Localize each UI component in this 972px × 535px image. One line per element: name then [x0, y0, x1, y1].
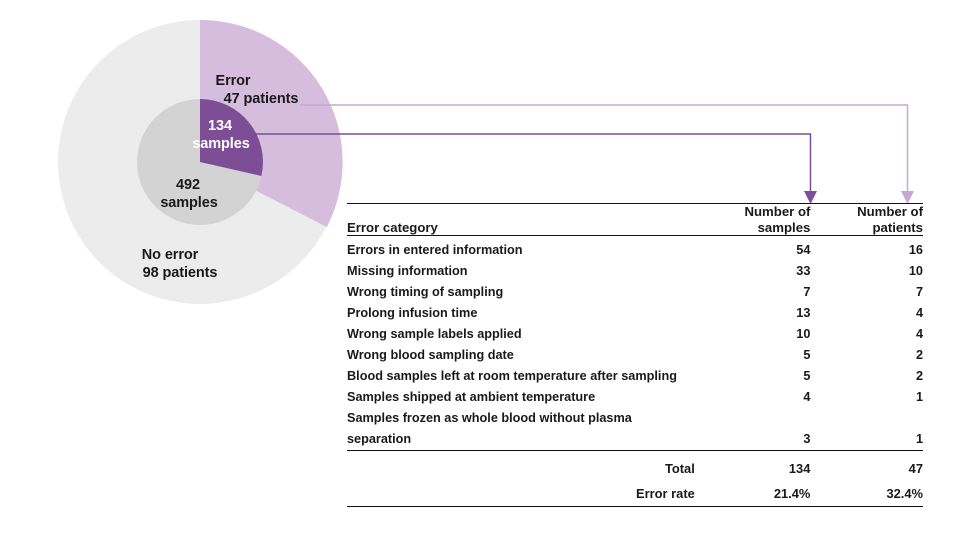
summary-error-rate-samples: 21.4% — [773, 486, 811, 501]
cell-category: Samples shipped at ambient temperature — [347, 390, 596, 404]
table-row: Missing information 33 10 — [347, 261, 923, 282]
summary-row-error-rate: Error rate 21.4% 32.4% — [347, 481, 923, 507]
table-row: Samples shipped at ambient temperature 4… — [347, 387, 923, 408]
table-header-row: Error category Number of samples Number … — [347, 203, 923, 236]
table-row: Errors in entered information 54 16 — [347, 236, 923, 262]
donut-label-no-error-patients-title: No error — [141, 247, 199, 263]
summary-total-patients: 47 — [908, 461, 923, 476]
summary-label-error-rate: Error rate — [636, 486, 695, 501]
summary-total-samples: 134 — [788, 461, 811, 476]
donut-label-error-samples-unit: samples — [192, 136, 250, 152]
cell-patients: 2 — [915, 369, 923, 383]
donut-label-no-error-samples-value: 492 — [176, 177, 200, 193]
donut-chart: Error 47 patients 134 samples 492 sample… — [0, 0, 360, 320]
table-summary: Total 134 47 Error rate 21.4% 32.4% — [347, 451, 923, 507]
table-row: Prolong infusion time 13 4 — [347, 303, 923, 324]
cell-samples: 5 — [803, 348, 811, 362]
cell-samples: 33 — [796, 264, 811, 278]
cell-category: Wrong timing of sampling — [347, 285, 504, 299]
column-header-samples-line1: Number of — [744, 204, 811, 219]
cell-category: Samples frozen as whole blood without pl… — [347, 411, 632, 446]
cell-patients: 16 — [908, 243, 923, 257]
cell-samples: 10 — [796, 327, 811, 341]
column-header-number-of-samples: Number of samples — [694, 203, 811, 236]
cell-patients: 2 — [915, 348, 923, 362]
table-row: Blood samples left at room temperature a… — [347, 366, 923, 387]
table: Error category Number of samples Number … — [347, 203, 923, 507]
cell-category: Prolong infusion time — [347, 306, 478, 320]
cell-patients: 10 — [908, 264, 923, 278]
cell-patients: 1 — [915, 432, 923, 446]
table-row: Samples frozen as whole blood without pl… — [347, 408, 923, 451]
table-body: Errors in entered information 54 16 Miss… — [347, 236, 923, 451]
column-header-patients-line2: patients — [872, 219, 923, 235]
column-header-error-category: Error category — [347, 203, 695, 236]
donut-label-no-error-patients-value: 98 patients — [142, 265, 218, 281]
table-head: Error category Number of samples Number … — [347, 203, 923, 236]
donut-label-error-patients-title: Error — [215, 73, 251, 89]
donut-label-error-samples-value: 134 — [208, 118, 232, 134]
cell-samples: 7 — [803, 285, 811, 299]
column-header-patients-line1: Number of — [857, 204, 923, 219]
error-category-table: Error category Number of samples Number … — [347, 203, 923, 507]
connector-line-patients — [300, 104, 909, 193]
cell-patients: 1 — [915, 390, 923, 404]
summary-row-total: Total 134 47 — [347, 451, 923, 482]
donut-label-error-patients-value: 47 patients — [223, 91, 299, 107]
cell-samples: 54 — [796, 243, 811, 257]
column-header-samples-line2: samples — [757, 219, 811, 235]
table-row: Wrong timing of sampling 7 7 — [347, 282, 923, 303]
cell-samples: 5 — [803, 369, 811, 383]
cell-samples: 13 — [796, 306, 811, 320]
donut-label-no-error-samples-unit: samples — [160, 195, 218, 211]
cell-patients: 4 — [915, 327, 923, 341]
table-row: Wrong blood sampling date 5 2 — [347, 345, 923, 366]
table-row: Wrong sample labels applied 10 4 — [347, 324, 923, 345]
cell-samples: 4 — [803, 390, 811, 404]
summary-label-total: Total — [664, 461, 695, 476]
cell-category: Errors in entered information — [347, 243, 523, 257]
cell-samples: 3 — [803, 432, 811, 446]
column-header-number-of-patients: Number of patients — [810, 203, 923, 236]
summary-error-rate-patients: 32.4% — [886, 486, 923, 501]
cell-patients: 4 — [915, 306, 923, 320]
cell-category: Wrong blood sampling date — [347, 348, 514, 362]
cell-patients: 7 — [915, 285, 923, 299]
cell-category: Blood samples left at room temperature a… — [347, 369, 677, 383]
cell-category: Wrong sample labels applied — [347, 327, 522, 341]
cell-category: Missing information — [347, 264, 468, 278]
